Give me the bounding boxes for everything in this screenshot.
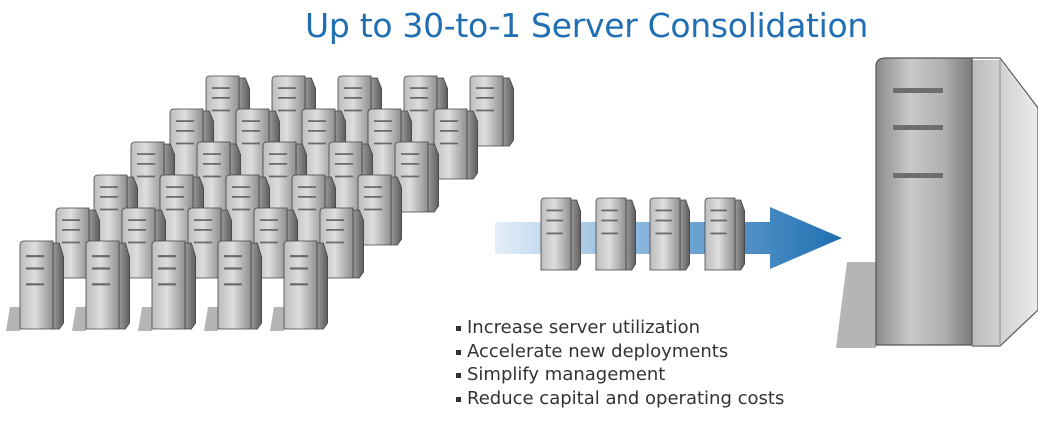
server-icon	[204, 240, 262, 331]
benefit-item: Accelerate new deployments	[456, 340, 784, 364]
server-icon	[649, 197, 690, 271]
server-icon	[72, 240, 130, 331]
server-icon	[271, 75, 316, 147]
benefit-item: Increase server utilization	[456, 316, 784, 340]
server-icon	[138, 240, 196, 331]
server-icon	[270, 240, 328, 331]
server-icon	[337, 75, 382, 147]
server-cluster	[6, 75, 514, 331]
server-icon	[433, 108, 478, 180]
server-icon	[6, 240, 64, 331]
benefits-list: Increase server utilization Accelerate n…	[456, 316, 784, 410]
slide-title: Up to 30-to-1 Server Consolidation	[305, 6, 868, 45]
benefit-item: Simplify management	[456, 363, 784, 387]
server-icon	[595, 197, 636, 271]
server-icon	[394, 141, 439, 213]
virtual-servers-group	[540, 197, 745, 271]
server-icon	[540, 197, 581, 271]
consolidated-server-icon	[836, 57, 1038, 348]
server-icon	[469, 75, 514, 147]
benefit-item: Reduce capital and operating costs	[456, 387, 784, 411]
server-icon	[704, 197, 745, 271]
